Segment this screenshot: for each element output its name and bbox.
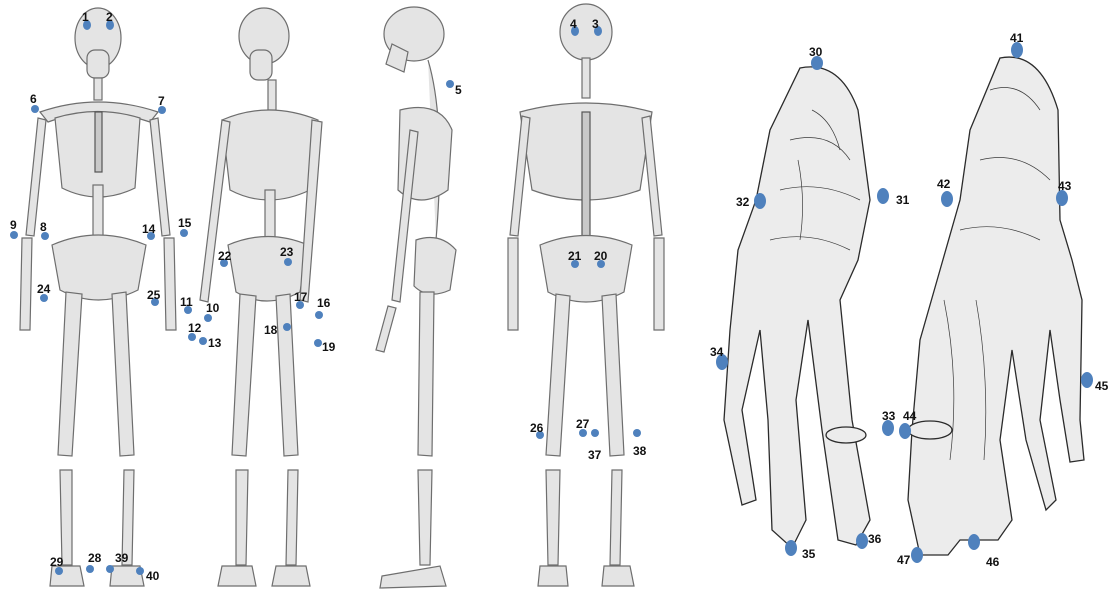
marker-label-37: 37	[588, 448, 602, 462]
marker-dot-6	[31, 105, 39, 113]
marker-label-38: 38	[633, 444, 647, 458]
marker-label-8: 8	[40, 220, 47, 234]
marker-dot-15	[180, 229, 188, 237]
marker-label-3: 3	[592, 17, 599, 31]
marker-dot-45	[1081, 372, 1093, 388]
marker-label-16: 16	[317, 296, 331, 310]
skeleton-side-view	[376, 7, 456, 588]
marker-dot-32	[754, 193, 766, 209]
marker-label-46: 46	[986, 555, 1000, 569]
marker-label-15: 15	[178, 216, 192, 230]
skeleton-back-view	[508, 4, 664, 586]
marker-dot-9	[10, 231, 18, 239]
foot-dorsal-illustration	[724, 67, 870, 548]
marker-dot-39	[106, 565, 114, 573]
marker-label-39: 39	[115, 551, 129, 565]
marker-label-19: 19	[322, 340, 336, 354]
marker-label-31: 31	[896, 193, 910, 207]
marker-label-36: 36	[868, 532, 882, 546]
marker-label-27: 27	[576, 417, 590, 431]
marker-dot-42	[941, 191, 953, 207]
marker-dot-13	[199, 337, 207, 345]
marker-label-34: 34	[710, 345, 724, 359]
marker-dot-16	[315, 311, 323, 319]
marker-label-10: 10	[206, 301, 220, 315]
marker-label-2: 2	[106, 10, 113, 24]
marker-label-26: 26	[530, 421, 544, 435]
marker-label-45: 45	[1095, 379, 1109, 393]
marker-label-14: 14	[142, 222, 156, 236]
marker-label-30: 30	[809, 45, 823, 59]
marker-label-21: 21	[568, 249, 582, 263]
marker-label-18: 18	[264, 323, 278, 337]
marker-label-4: 4	[570, 17, 577, 31]
marker-label-33: 33	[882, 409, 896, 423]
marker-dot-36	[856, 533, 868, 549]
marker-label-9: 9	[10, 218, 17, 232]
marker-dot-5	[446, 80, 454, 88]
marker-label-12: 12	[188, 321, 202, 335]
marker-label-41: 41	[1010, 31, 1024, 45]
marker-label-29: 29	[50, 555, 64, 569]
marker-label-40: 40	[146, 569, 160, 583]
marker-dot-44	[899, 423, 911, 439]
marker-dot-18	[283, 323, 291, 331]
marker-dot-37	[591, 429, 599, 437]
marker-label-22: 22	[218, 249, 232, 263]
marker-label-24: 24	[37, 282, 51, 296]
marker-label-44: 44	[903, 409, 917, 423]
marker-label-1: 1	[82, 10, 89, 24]
marker-label-7: 7	[158, 94, 165, 108]
marker-label-13: 13	[208, 336, 222, 350]
foot-plantar-illustration	[908, 57, 1084, 555]
marker-label-47: 47	[897, 553, 911, 567]
marker-dot-47	[911, 547, 923, 563]
marker-label-23: 23	[280, 245, 294, 259]
marker-label-43: 43	[1058, 179, 1072, 193]
marker-label-17: 17	[294, 290, 308, 304]
marker-dot-28	[86, 565, 94, 573]
marker-dot-35	[785, 540, 797, 556]
marker-label-42: 42	[937, 177, 951, 191]
marker-dot-40	[136, 567, 144, 575]
marker-dot-10	[204, 314, 212, 322]
marker-dot-23	[284, 258, 292, 266]
marker-dot-19	[314, 339, 322, 347]
marker-label-35: 35	[802, 547, 816, 561]
marker-label-25: 25	[147, 288, 161, 302]
marker-label-6: 6	[30, 92, 37, 106]
marker-label-32: 32	[736, 195, 750, 209]
marker-label-28: 28	[88, 551, 102, 565]
marker-label-11: 11	[180, 295, 193, 309]
marker-label-20: 20	[594, 249, 608, 263]
marker-dot-31	[877, 188, 889, 204]
marker-dot-46	[968, 534, 980, 550]
marker-label-5: 5	[455, 83, 462, 97]
marker-dot-38	[633, 429, 641, 437]
